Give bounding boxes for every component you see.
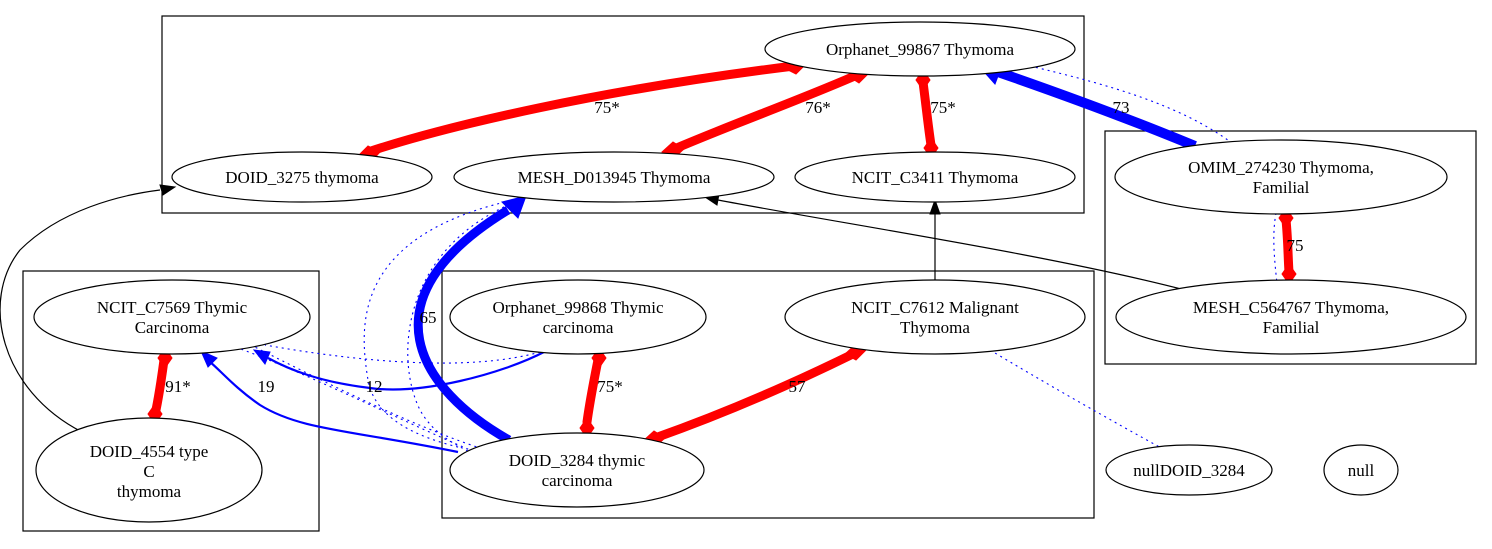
node-omim-274230-label-1: OMIM_274230 Thymoma, [1188,158,1374,177]
edge-dotted-mesh-doid3284-b [407,201,516,453]
edge-dotted-c7612-nulldoid [989,349,1166,451]
node-mesh-d013945-label: MESH_D013945 Thymoma [518,168,711,187]
node-ncit-c3411-label: NCIT_C3411 Thymoma [852,168,1019,187]
node-doid-4554-label-3: thymoma [117,482,182,501]
edge-label-orph-mesh: 76* [805,98,831,117]
arrowhead-doid3275 [159,184,177,196]
edge-label-orph99868-doid3284: 75* [597,377,623,396]
cluster-familial-thymoma [1104,130,1477,365]
edge-label-omim-meshc: 75 [1287,236,1304,255]
node-null-label: null [1348,461,1375,480]
edge-doid3284-c7569 [209,361,459,454]
edge-dotted-orph-omim [1029,65,1233,144]
node-doid-3284-label-1: DOID_3284 thymic [509,451,646,470]
node-doid-4554-label-2: C [143,462,154,481]
node-doid-3275[interactable]: DOID_3275 thymoma [171,151,433,203]
arrowhead-c7569-from-orph99868 [252,349,271,365]
cluster-thymic-carcinoma-type-c [22,270,320,532]
edge-meshc-mesh [717,199,1186,291]
edge-c7569-doid4554 [151,355,169,415]
node-omim-274230[interactable]: OMIM_274230 Thymoma, Familial [1114,139,1448,215]
edge-doid4554-doid3275 [0,189,161,433]
edge-orph99868-c7569 [267,350,547,391]
node-orphanet-99867[interactable]: Orphanet_99867 Thymoma [764,21,1076,77]
node-orphanet-99867-label: Orphanet_99867 Thymoma [826,40,1015,59]
edge-label-orph-doid3275: 75* [594,98,620,117]
edge-c7612-doid3284 [650,348,860,443]
edge-doid3284-mesh [413,206,512,444]
node-omim-274230-label-2: Familial [1253,178,1310,197]
node-mesh-c564767[interactable]: MESH_C564767 Thymoma, Familial [1115,279,1467,355]
edge-orph-mesh [667,70,862,155]
node-orphanet-99868[interactable]: Orphanet_99868 Thymic carcinoma [449,279,707,355]
node-doid-3284[interactable]: DOID_3284 thymic carcinoma [449,432,705,508]
edge-label-doid3284-c7569: 19 [258,377,275,396]
node-orphanet-99868-label-2: carcinoma [543,318,614,337]
cluster-thymoma [161,15,1085,214]
cluster-thymic-carcinoma [441,270,1095,519]
node-ncit-c7569-label-2: Carcinoma [135,318,210,337]
edge-dotted-orph99868-c7569 [264,344,541,364]
edge-label-c7569-doid4554: 91* [165,377,191,396]
node-orphanet-99868-label-1: Orphanet_99868 Thymic [492,298,664,317]
edge-dotted-omim-meshc [1273,212,1279,293]
node-doid-4554-label-1: DOID_4554 type [90,442,209,461]
node-null[interactable]: null [1323,444,1399,496]
node-ncit-c3411[interactable]: NCIT_C3411 Thymoma [794,151,1076,203]
node-doid-4554[interactable]: DOID_4554 type C thymoma [35,417,263,523]
edge-label-c7612-doid3284: 57 [789,377,807,396]
node-mesh-d013945[interactable]: MESH_D013945 Thymoma [453,151,775,203]
node-null-doid-3284-label: nullDOID_3284 [1133,461,1245,480]
edge-label-omim-orph: 73 [1113,98,1130,117]
edge-dotted-c7569-doid3284-b [244,341,481,449]
edge-label-orph99868-c7569: 12 [366,377,383,396]
edge-omim-orph [996,67,1197,151]
edge-label-orph-ncit3411: 75* [930,98,956,117]
node-doid-3275-label: DOID_3275 thymoma [225,168,379,187]
node-ncit-c7612-label-1: NCIT_C7612 Malignant [851,298,1019,317]
node-doid-3284-label-2: carcinoma [542,471,613,490]
arrowhead-mesh-from-doid3284 [501,195,527,219]
node-ncit-c7612-label-2: Thymoma [900,318,970,337]
node-ncit-c7569[interactable]: NCIT_C7569 Thymic Carcinoma [33,279,311,355]
arrowhead-ncit3411 [929,198,941,215]
node-ncit-c7569-label-1: NCIT_C7569 Thymic [97,298,248,317]
node-ncit-c7612[interactable]: NCIT_C7612 Malignant Thymoma [784,279,1086,355]
edge-orph-doid3275 [363,61,799,157]
arrowhead-c7569-from-doid3284 [200,350,218,368]
edge-label-doid3284-mesh: 65 [420,308,437,327]
node-mesh-c564767-label-2: Familial [1263,318,1320,337]
node-null-doid-3284[interactable]: nullDOID_3284 [1105,444,1273,496]
node-mesh-c564767-label-1: MESH_C564767 Thymoma, [1193,298,1389,317]
